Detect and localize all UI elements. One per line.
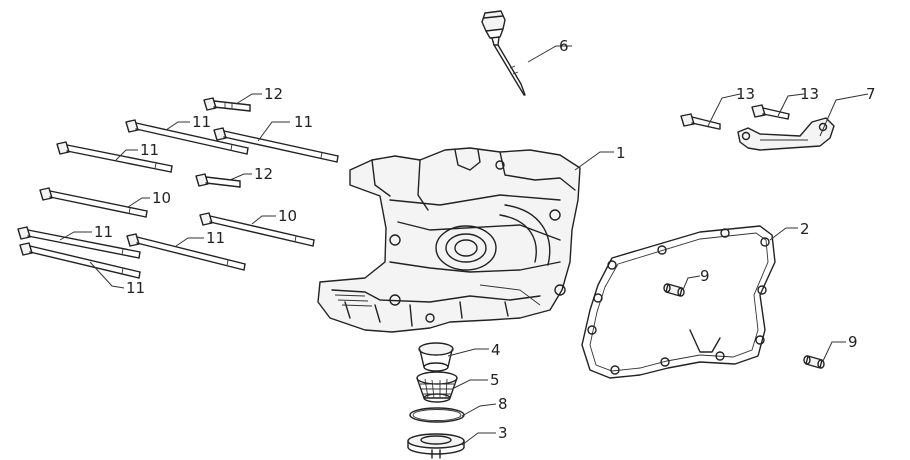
cap-part-4 bbox=[418, 342, 454, 372]
gasket-part-2 bbox=[581, 225, 776, 379]
callout-5: 5 bbox=[490, 371, 500, 389]
leader-lines bbox=[59, 45, 869, 446]
callout-7: 7 bbox=[866, 85, 876, 103]
callout-8: 8 bbox=[498, 395, 508, 413]
callout-11-b: 11 bbox=[294, 113, 313, 131]
callout-11-f: 11 bbox=[126, 279, 145, 297]
callout-10-a: 10 bbox=[152, 189, 171, 207]
o-ring-part-8 bbox=[409, 407, 465, 423]
callout-9-lower: 9 bbox=[848, 333, 858, 351]
bolt-part-11-a bbox=[125, 119, 249, 155]
callout-1: 1 bbox=[616, 144, 626, 162]
callout-10-b: 10 bbox=[278, 207, 297, 225]
bolt-part-11-d bbox=[17, 226, 141, 259]
callout-13-left: 13 bbox=[736, 85, 755, 103]
bolt-part-10-b bbox=[199, 212, 315, 247]
callout-11-c: 11 bbox=[140, 141, 159, 159]
bolt-part-13-left bbox=[680, 113, 721, 130]
strainer-part-5 bbox=[416, 371, 458, 403]
callout-numbers: 6 1 2 9 9 7 13 13 4 5 8 3 12 11 11 11 12… bbox=[94, 37, 876, 442]
callout-2: 2 bbox=[800, 220, 810, 238]
bolt-part-11-e bbox=[126, 233, 246, 271]
callout-11-d: 11 bbox=[94, 223, 113, 241]
bolt-part-13-right bbox=[751, 104, 790, 120]
callout-3: 3 bbox=[498, 424, 508, 442]
bolt-part-12-mid bbox=[195, 173, 241, 188]
callout-11-a: 11 bbox=[192, 113, 211, 131]
bracket-part-7 bbox=[737, 117, 835, 151]
dipstick-part-6 bbox=[481, 10, 526, 96]
callout-13-right: 13 bbox=[800, 85, 819, 103]
bolt-part-12-top bbox=[203, 97, 251, 112]
crankcase-cover-part-1 bbox=[317, 147, 581, 333]
bolt-part-11-f bbox=[19, 242, 141, 279]
callout-6: 6 bbox=[559, 37, 569, 55]
plug-part-3 bbox=[407, 433, 465, 459]
callout-9-upper: 9 bbox=[700, 267, 710, 285]
bolt-part-11-c bbox=[56, 141, 173, 173]
callout-11-e: 11 bbox=[206, 229, 225, 247]
bolt-part-10-a bbox=[39, 187, 148, 218]
dowel-pin-part-9-lower bbox=[803, 355, 825, 369]
callout-12-top: 12 bbox=[264, 85, 283, 103]
dowel-pin-part-9-upper bbox=[663, 283, 685, 297]
bolt-part-11-b bbox=[213, 127, 339, 163]
callout-12-mid: 12 bbox=[254, 165, 273, 183]
callout-4: 4 bbox=[491, 341, 501, 359]
